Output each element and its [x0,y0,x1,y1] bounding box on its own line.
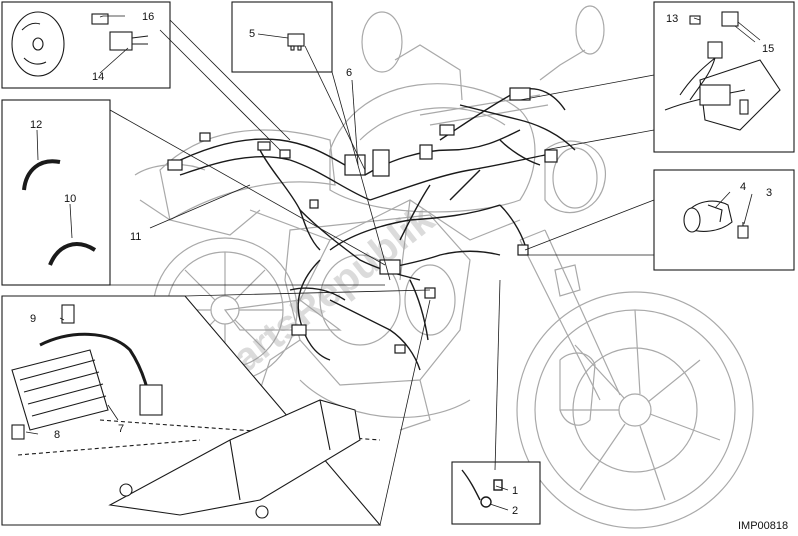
part-labels: 1 2 3 4 5 6 7 8 9 10 11 12 13 14 15 16 [30,11,774,517]
inset-horn [653,169,795,271]
part-label-2: 2 [512,505,518,517]
part-label-4: 4 [740,181,746,193]
strap-parts [22,159,97,266]
part-label-9: 9 [30,313,36,325]
part-label-14: 14 [92,71,104,83]
regulator-part [11,304,381,456]
fuse-part [287,33,305,51]
earth-cable-part [461,469,503,508]
part-label-10: 10 [64,193,76,205]
cd-icon [11,11,65,77]
part-label-8: 8 [54,429,60,441]
drawing-code: IMP00818 [738,520,788,532]
part-label-6: 6 [346,67,352,79]
part-label-5: 5 [249,28,255,40]
relay-box-part [664,11,781,131]
leader-lines [25,15,761,526]
part-label-1: 1 [512,485,518,497]
sensor-part [91,13,149,51]
part-label-3: 3 [766,187,772,199]
inset-cd-sensor [1,1,171,89]
part-label-11: 11 [130,231,141,243]
part-label-15: 15 [762,43,774,55]
wiring-harness [169,88,576,371]
part-label-12: 12 [30,119,42,131]
part-label-13: 13 [666,13,678,25]
part-label-7: 7 [118,423,124,435]
horn-part [683,200,749,239]
harness-connectors [167,87,558,354]
inset-earth-cable [451,461,541,525]
part-label-16: 16 [142,11,154,23]
battery-cover-part [108,399,361,519]
